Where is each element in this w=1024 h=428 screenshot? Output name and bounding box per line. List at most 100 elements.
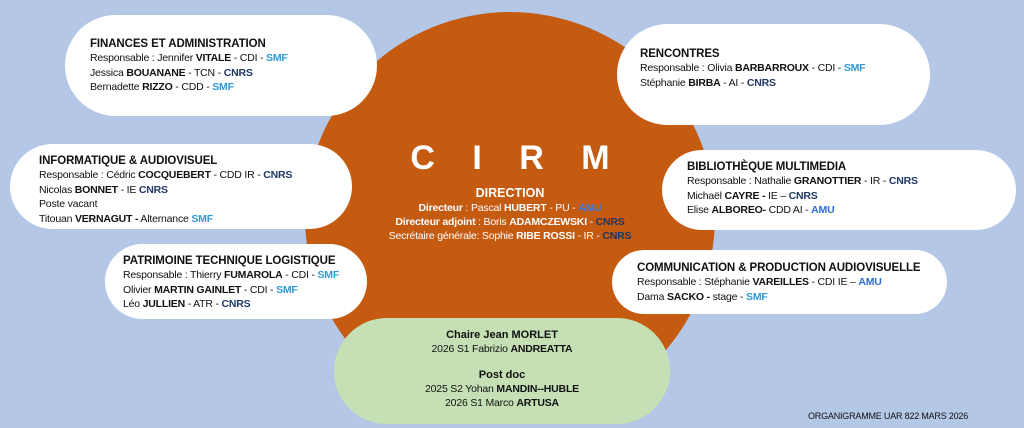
member-line: Responsable : Thierry FUMAROLA - CDI - S… [123, 268, 367, 283]
member-prefix: Responsable : Thierry [123, 269, 225, 281]
member-line: Michaël CAYRE - IE – CNRS [687, 189, 1016, 204]
member-status: - CDI IE – [808, 276, 859, 288]
chair-title: Chaire Jean MORLET [446, 329, 558, 341]
member-surname: JULLIEN [142, 298, 186, 310]
member-status: - CDI - [241, 283, 277, 296]
department-title: BIBLIOTHÈQUE MULTIMEDIA [687, 161, 847, 173]
member-line: Elise ALBOREO- CDD AI - AMU [687, 203, 1016, 218]
green-line: 2026 S1 Fabrizio ANDREATTA [334, 342, 670, 356]
direction-status: - PU - [546, 202, 579, 214]
member-organization: AMU [858, 276, 882, 288]
direction-line: Directeur : Pascal HUBERT - PU - AMU [330, 201, 690, 215]
member-prefix: Titouan [39, 212, 75, 225]
member-line: Olivier MARTIN GAINLET - CDI - SMF [123, 283, 367, 298]
member-organization: SMF [191, 212, 213, 225]
member-prefix: Responsable : Olivia [640, 62, 736, 74]
member-status: CDD AI - [765, 204, 812, 216]
member-line: Titouan VERNAGUT - Alternance SMF [39, 212, 352, 227]
member-prefix: Nicolas [39, 183, 75, 196]
member-status: - CDD IR - [210, 169, 264, 181]
member-surname: MARTIN GAINLET [154, 283, 242, 296]
direction-status: - IR - [574, 230, 603, 242]
green-prefix: 2026 S1 Fabrizio [431, 343, 511, 355]
member-organization: SMF [212, 81, 234, 93]
member-surname: BARBARROUX [735, 62, 809, 74]
direction-surname: ADAMCZEWSKI [509, 216, 587, 228]
member-status: Alternance [138, 212, 192, 225]
member-organization: SMF [843, 62, 866, 74]
member-organization: CNRS [788, 189, 818, 202]
member-organization: CNRS [223, 66, 253, 79]
member-surname: VITALE [195, 52, 232, 64]
member-line: Responsable : Olivia BARBARROUX - CDI - … [640, 61, 930, 76]
direction-organization: CNRS [602, 230, 632, 242]
member-surname: GRANOTTIER [793, 175, 862, 187]
member-organization: AMU [811, 204, 835, 216]
member-prefix: Olivier [123, 283, 155, 296]
direction-heading: DIRECTION [475, 186, 545, 200]
member-line: Jessica BOUANANE - TCN - CNRS [90, 66, 377, 81]
member-prefix: Dama [637, 290, 667, 303]
member-surname: SACKO - [666, 290, 710, 303]
member-status: - CDI - [282, 269, 318, 281]
direction-prefix: Secrétaire générale: Sophie [388, 230, 517, 242]
member-status: IE – [765, 189, 789, 202]
member-prefix: Responsable : Jennifer [90, 52, 196, 64]
department-title: INFORMATIQUE & AUDIOVISUEL [39, 155, 218, 167]
direction-surname: RIBE ROSSI [516, 230, 575, 242]
green-surname: MANDIN--HUBLE [496, 383, 579, 395]
member-surname: FUMAROLA [224, 269, 283, 281]
department-bibliotheque: BIBLIOTHÈQUE MULTIMEDIA Responsable : Nat… [662, 150, 1016, 230]
member-surname: BOUANANE [126, 66, 186, 79]
member-surname: COCQUEBERT [138, 169, 211, 181]
member-line: Bernadette RIZZO - CDD - SMF [90, 80, 377, 95]
member-surname: VAREILLES [752, 276, 809, 288]
member-line: Responsable : Jennifer VITALE - CDI - SM… [90, 51, 377, 66]
direction-block: C I R M DIRECTION Directeur : Pascal HUB… [330, 138, 690, 243]
member-surname: CAYRE - [724, 189, 766, 202]
member-surname: ALBOREO- [711, 204, 766, 216]
direction-organization: CNRS [595, 216, 625, 228]
member-prefix: Michaël [687, 189, 725, 202]
postdoc-title: Post doc [478, 369, 526, 381]
member-status: - TCN - [185, 66, 224, 79]
footer-caption: ORGANIGRAMME UAR 822 MARS 2026 [808, 411, 969, 421]
member-organization: SMF [746, 290, 768, 303]
member-line: Nicolas BONNET - IE CNRS [39, 183, 352, 198]
member-status: - CDD - [172, 81, 213, 93]
green-surname: ARTUSA [516, 397, 559, 409]
member-status: - AI - [720, 76, 747, 89]
member-surname: BONNET [74, 183, 118, 196]
direction-surname: HUBERT [503, 202, 547, 214]
member-line: Responsable : Stéphanie VAREILLES - CDI … [637, 275, 947, 290]
member-status: - CDI - [808, 62, 844, 74]
member-line: Poste vacant [39, 197, 352, 212]
member-line: Stéphanie BIRBA - AI - CNRS [640, 76, 930, 91]
member-status: stage - [709, 290, 747, 303]
member-status: - ATR - [185, 298, 222, 310]
direction-line: Secrétaire générale: Sophie RIBE ROSSI -… [330, 229, 690, 243]
member-prefix: Léo [123, 298, 143, 310]
green-prefix: 2025 S2 Yohan [425, 383, 497, 395]
member-organization: CNRS [221, 298, 251, 310]
member-status: - IE [117, 183, 139, 196]
direction-role: Directeur [418, 202, 463, 214]
department-title: PATRIMOINE TECHNIQUE LOGISTIQUE [123, 255, 336, 267]
direction-prefix: : Pascal [462, 202, 504, 214]
direction-organization: AMU [578, 202, 602, 214]
member-surname: BIRBA [688, 76, 721, 89]
direction-prefix: : Boris [475, 216, 510, 228]
direction-line: Directeur adjoint : Boris ADAMCZEWSKI - … [330, 215, 690, 229]
department-title: RENCONTRES [640, 48, 720, 60]
member-prefix: Responsable : Nathalie [687, 175, 794, 187]
direction-role: Directeur adjoint [395, 216, 476, 228]
member-organization: SMF [276, 283, 298, 296]
member-line: Responsable : Cédric COCQUEBERT - CDD IR… [39, 168, 352, 183]
member-surname: RIZZO [142, 81, 173, 93]
cirm-title: C I R M [410, 139, 624, 177]
green-surname: ANDREATTA [510, 343, 573, 355]
